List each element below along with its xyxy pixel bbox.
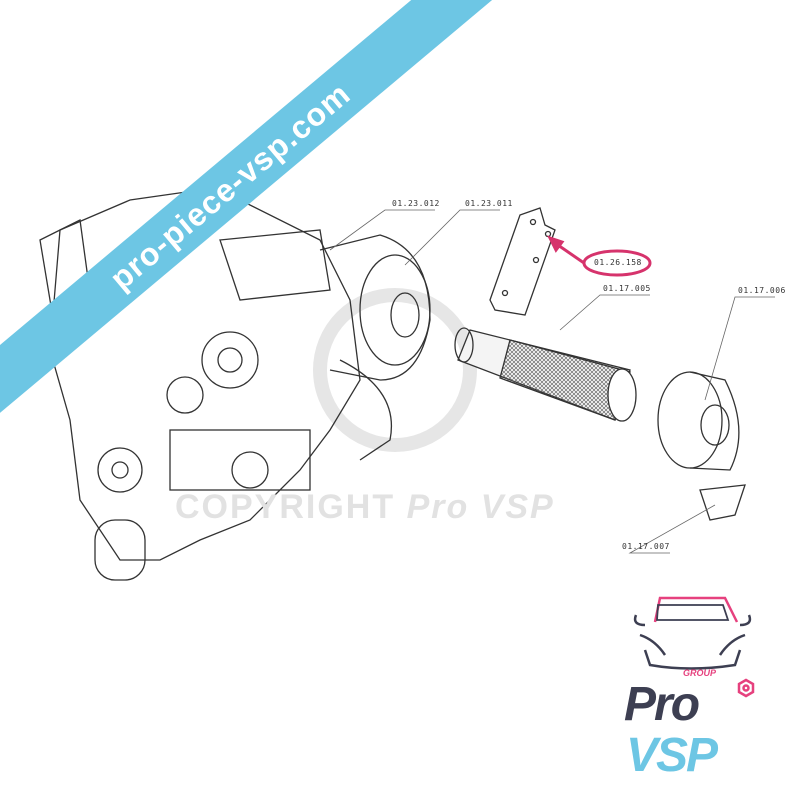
engine-drawing	[39, 189, 431, 581]
logo-pro-text: Pro	[624, 678, 700, 731]
logo-vsp-text: VSP	[626, 729, 718, 782]
copyright-brand: Pro VSP	[406, 488, 555, 526]
air-filter-cover	[657, 371, 740, 471]
logo-car-icon	[633, 596, 752, 670]
logo-nut-icon	[737, 678, 755, 698]
copyright-text: COPYRIGHT	[175, 488, 396, 526]
logo-group-text: GROUP	[683, 668, 717, 678]
dust-valve	[699, 484, 746, 521]
air-filter-cartridge	[454, 327, 637, 422]
part-label: 01.23.012	[392, 199, 440, 208]
part-label: 01.23.011	[465, 199, 513, 208]
copyright-watermark: COPYRIGHT Pro VSP	[175, 488, 555, 526]
leader-lines	[329, 209, 775, 554]
bracket-part	[489, 207, 556, 316]
part-label: 01.17.007	[622, 542, 670, 551]
copyright-circle	[313, 288, 477, 452]
part-label: 01.17.005	[603, 284, 651, 293]
part-label: 01.17.006	[738, 286, 786, 295]
highlight-marker	[547, 235, 652, 277]
part-label-highlighted: 01.26.158	[594, 258, 642, 267]
